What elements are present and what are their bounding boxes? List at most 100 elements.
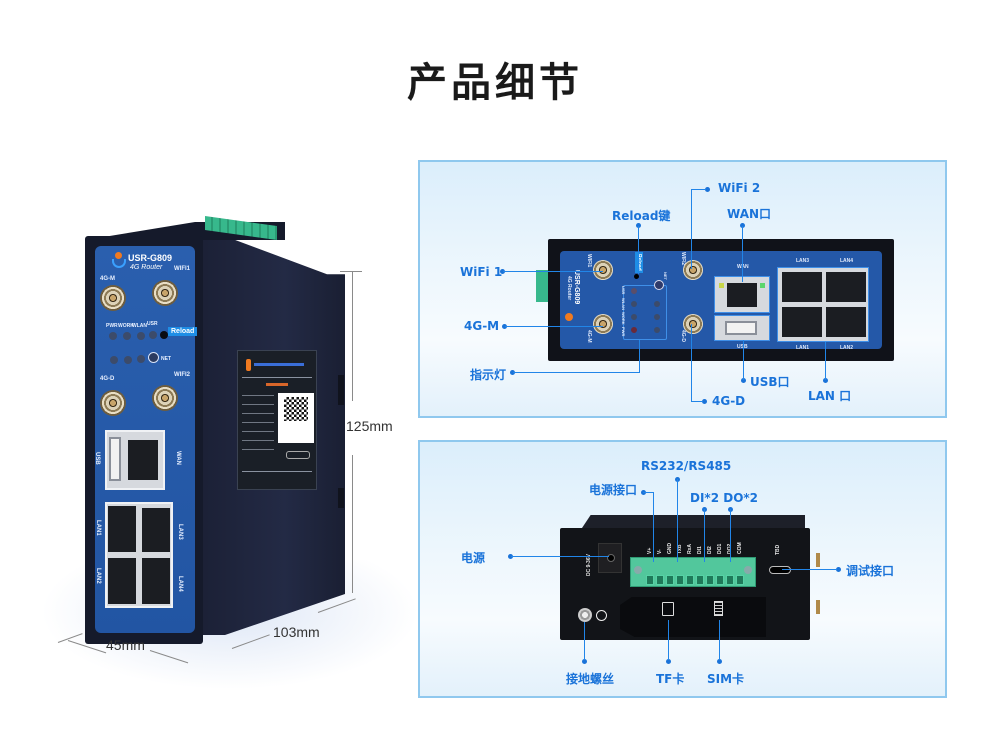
fv-label-wifi1: WIFI1: [586, 254, 592, 268]
led-wlan: [137, 332, 145, 340]
dimension-line-height-top: [352, 271, 353, 401]
callout-dot-tf: [666, 659, 671, 664]
page-title: 产品细节: [407, 60, 583, 106]
qr-pattern: [284, 397, 308, 421]
wan-port[interactable]: [128, 440, 158, 480]
fv-label-net: NET: [663, 272, 668, 280]
callout-tf: TF卡: [656, 672, 685, 686]
callout-power-port: 电源接口: [589, 483, 638, 497]
callout-wifi2: WiFi 2: [718, 181, 761, 195]
fv-wan-led-green: [760, 283, 765, 288]
label-wan: WAN: [175, 451, 181, 465]
fv-lan2-port[interactable]: [826, 307, 866, 337]
terminal-pin-gnd: [666, 575, 674, 585]
pin-label-com: COM: [737, 542, 743, 554]
pin-label-di2: DI2: [707, 546, 713, 554]
ground-symbol-icon: [596, 610, 607, 621]
net-led-ring: [148, 352, 159, 363]
callout-dot-wan: [740, 223, 745, 228]
fv-label-4g-d: 4G-D: [680, 330, 686, 342]
label-lan3: LAN3: [177, 524, 183, 540]
led-work: [123, 332, 131, 340]
sticker-qr-code: [278, 393, 314, 443]
callout-line-do: [730, 509, 731, 562]
callout-dio: DI*2 DO*2: [690, 491, 759, 505]
lan2-port[interactable]: [108, 558, 136, 604]
fv-antenna-4g-d: [683, 314, 703, 334]
led-label-pwr: PWR: [106, 323, 118, 329]
dimension-depth: 103mm: [273, 624, 320, 640]
terminal-pin-v-plus: [646, 575, 654, 585]
usb-port[interactable]: [109, 437, 121, 481]
rear-antenna-right-2: [816, 600, 820, 614]
fv-antenna-4g-m: [593, 314, 613, 334]
label-lan4: LAN4: [177, 576, 183, 592]
ce-marks-icon: [286, 451, 310, 459]
callout-usb: USB口: [750, 375, 790, 389]
tf-card-icon: [662, 602, 674, 616]
fv-led-label-wlan: WLAN: [621, 298, 626, 310]
fv-led-wlan: [631, 301, 637, 307]
fv-lan1-port[interactable]: [782, 307, 822, 337]
lan4-port[interactable]: [142, 558, 170, 604]
fv-led-pwr: [631, 327, 637, 333]
pin-label-di1: DI1: [697, 546, 703, 554]
dc-jack-label: DC 9-36V: [586, 554, 592, 576]
callout-lan: LAN 口: [808, 389, 852, 403]
dimension-height: 125mm: [346, 418, 393, 434]
fv-lan4-port[interactable]: [826, 272, 866, 302]
fv-usb-port[interactable]: [714, 315, 770, 341]
antenna-connector-4g-m: [100, 285, 126, 311]
callout-line-indicator-v: [639, 340, 640, 373]
callout-line-di: [704, 509, 705, 562]
label-usb: USB: [94, 452, 100, 465]
terminal-block: [630, 557, 756, 587]
label-4g-d: 4G-D: [100, 376, 115, 382]
fv-label-lan4: LAN4: [840, 258, 854, 264]
led-usr: [149, 331, 157, 339]
terminal-block-side: [536, 270, 550, 302]
fv-reload-button[interactable]: [634, 274, 639, 279]
led-pwr: [109, 332, 117, 340]
label-wifi2: WIFI2: [174, 372, 190, 378]
led-label-usr: USR: [147, 321, 158, 327]
rear-view-top: [581, 515, 805, 529]
callout-line-4g-m: [505, 326, 603, 327]
callout-debug: 调试接口: [846, 564, 895, 578]
callout-4g-m: 4G-M: [464, 319, 500, 333]
fv-wan-port[interactable]: [714, 276, 770, 313]
fv-lan-block: [777, 267, 869, 342]
terminal-pin-do2: [726, 575, 734, 585]
device-model: USR-G809: [128, 253, 173, 263]
callout-line-power-port-h: [643, 492, 653, 493]
fv-led-label-work: WORK: [621, 312, 626, 325]
callout-dot-reload: [636, 223, 641, 228]
dimension-line-height-bottom: [352, 455, 353, 593]
callout-serial: RS232/RS485: [641, 459, 732, 473]
fv-wan-led-yellow: [719, 283, 724, 288]
reload-button[interactable]: [160, 331, 168, 339]
callout-line-ground: [584, 622, 585, 660]
fv-wan-socket: [727, 283, 757, 307]
lan1-port[interactable]: [108, 506, 136, 552]
fv-label-lan3: LAN3: [796, 258, 810, 264]
led-net-3: [137, 355, 145, 363]
fv-model: USR-G809: [573, 270, 580, 305]
debug-micro-usb-port[interactable]: [769, 566, 791, 574]
fv-led-net-2: [654, 314, 660, 320]
callout-indicator: 指示灯: [470, 368, 507, 382]
led-net-1: [110, 356, 118, 364]
sticker-logo-icon: [246, 359, 251, 371]
lan3-port[interactable]: [142, 508, 170, 552]
fv-lan3-port[interactable]: [782, 272, 822, 302]
callout-line-4g-d-h: [691, 401, 703, 402]
terminal-pin-com: [736, 575, 744, 585]
callout-line-wifi1: [503, 271, 603, 272]
fv-led-cluster: [623, 280, 667, 340]
fv-label-4g-m: 4G-M: [586, 330, 592, 343]
dimension-tick-height-top: [340, 271, 362, 272]
callout-dot-lan: [823, 378, 828, 383]
usr-logo-icon: [112, 252, 126, 268]
led-net-2: [124, 356, 132, 364]
dc-power-jack[interactable]: [598, 543, 622, 573]
